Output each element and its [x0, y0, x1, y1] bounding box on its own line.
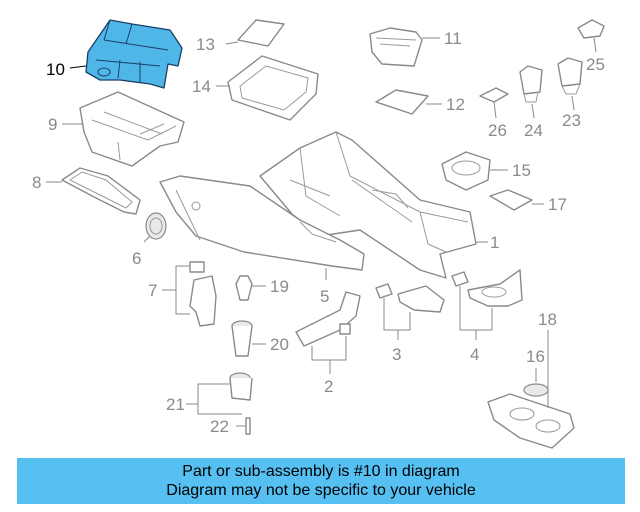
part-19[interactable]	[235, 275, 253, 301]
part-21[interactable]	[229, 372, 253, 401]
part-20[interactable]	[231, 320, 253, 357]
part-9[interactable]	[79, 91, 185, 167]
label-26: 26	[488, 121, 507, 140]
parts-diagram: 10 9 8 6 13 14 11 12	[32, 19, 605, 449]
part-14[interactable]	[227, 55, 319, 121]
part-12[interactable]	[375, 89, 429, 115]
label-1: 1	[490, 233, 499, 252]
part-18[interactable]	[487, 393, 575, 449]
label-2: 2	[324, 377, 333, 396]
banner-line-1: Part or sub-assembly is #10 in diagram	[182, 463, 460, 480]
label-24: 24	[524, 121, 543, 140]
part-24[interactable]	[519, 65, 543, 103]
label-22: 22	[210, 417, 229, 436]
label-4: 4	[470, 345, 479, 364]
part-15[interactable]	[441, 151, 491, 191]
label-12: 12	[446, 95, 465, 114]
part-10-highlighted[interactable]	[85, 19, 183, 89]
info-banner: Part or sub-assembly is #10 in diagram D…	[17, 458, 625, 504]
label-20: 20	[270, 335, 289, 354]
part-5-side-panel[interactable]	[159, 175, 365, 271]
label-11: 11	[444, 29, 462, 48]
label-19: 19	[270, 277, 289, 296]
part-3[interactable]	[375, 283, 445, 313]
part-17[interactable]	[489, 189, 533, 211]
part-23[interactable]	[557, 57, 583, 95]
label-21: 21	[166, 395, 185, 414]
label-15: 15	[512, 161, 531, 180]
label-14: 14	[192, 77, 211, 96]
label-16: 16	[526, 347, 545, 366]
label-10: 10	[46, 60, 65, 79]
label-17: 17	[548, 195, 567, 214]
label-7: 7	[148, 281, 157, 300]
part-16[interactable]	[523, 383, 549, 397]
part-8[interactable]	[61, 167, 141, 215]
label-5: 5	[320, 287, 329, 306]
label-9: 9	[48, 115, 57, 134]
label-8: 8	[32, 173, 41, 192]
banner-line-2: Diagram may not be specific to your vehi…	[166, 482, 476, 499]
label-25: 25	[586, 55, 605, 74]
part-7[interactable]	[189, 261, 217, 327]
part-4[interactable]	[451, 269, 523, 307]
label-23: 23	[562, 111, 581, 130]
part-25[interactable]	[577, 19, 605, 39]
part-26[interactable]	[479, 87, 509, 103]
label-6: 6	[132, 249, 141, 268]
label-18: 18	[538, 310, 557, 329]
part-13[interactable]	[237, 19, 285, 47]
part-11[interactable]	[369, 27, 423, 67]
label-13: 13	[196, 35, 215, 54]
part-6[interactable]	[145, 212, 167, 240]
part-2[interactable]	[295, 291, 361, 347]
label-3: 3	[392, 345, 401, 364]
part-22[interactable]	[245, 417, 251, 435]
